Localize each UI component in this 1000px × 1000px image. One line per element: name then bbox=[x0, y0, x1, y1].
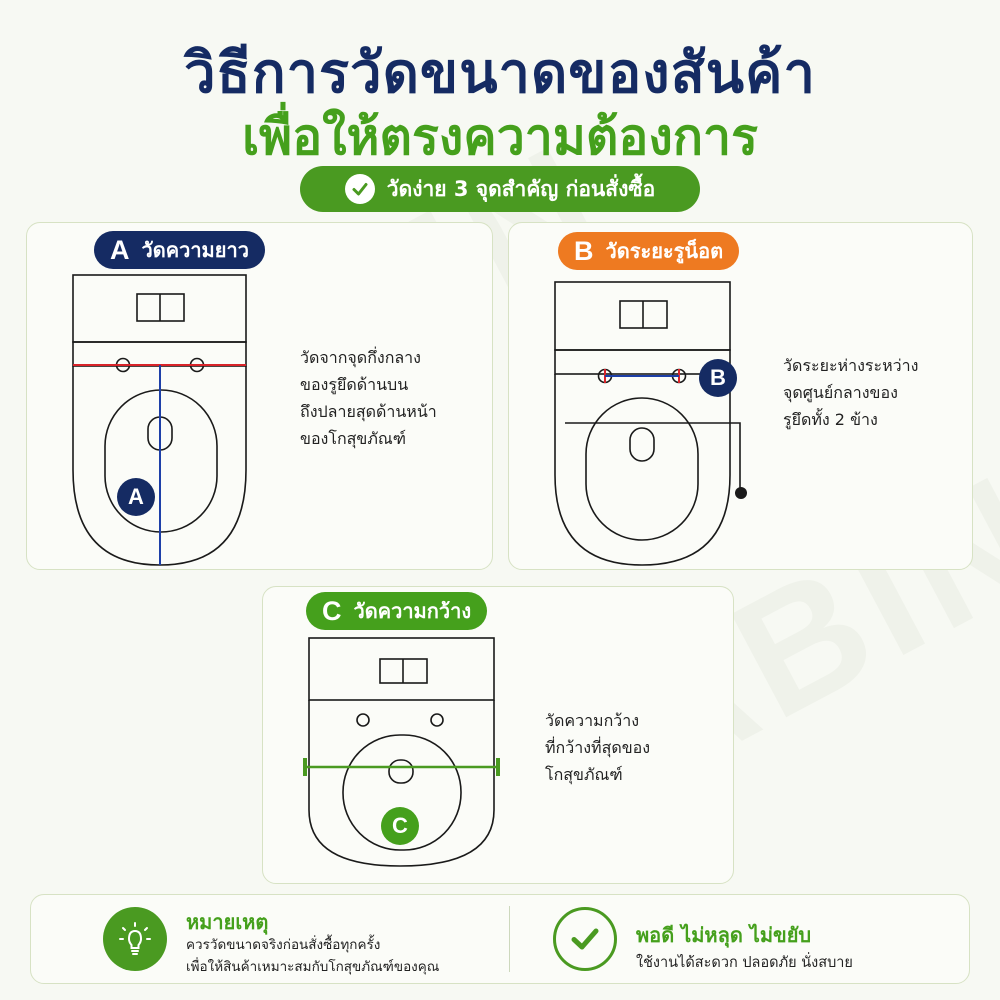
tag-length-label: วัดความยาว bbox=[141, 238, 249, 262]
tip-pill-label: วัดง่าย 3 จุดสำคัญ ก่อนสั่งซื้อ bbox=[386, 176, 656, 201]
tag-length-letter: A bbox=[110, 234, 130, 265]
note-title: หมายเหตุ bbox=[186, 910, 269, 934]
desc-line: รูยึดทั้ง 2 ข้าง bbox=[783, 410, 878, 429]
desc-line: วัดจากจุดกึ่งกลาง bbox=[300, 348, 421, 367]
fit-title: พอดี ไม่หลุด ไม่ขยับ bbox=[636, 923, 812, 947]
desc-line: วัดความกว้าง bbox=[545, 711, 640, 730]
page-title: วิธีการวัดขนาดของสันค้า bbox=[184, 41, 816, 106]
page-subtitle: เพื่อให้ตรงความต้องการ bbox=[242, 108, 758, 166]
note-text: ควรวัดขนาดจริงก่อนสั่งซื้อทุกครั้ง เพื่อ… bbox=[186, 934, 439, 978]
tag-width-label: วัดความกว้าง bbox=[353, 599, 472, 623]
desc-length: วัดจากจุดกึ่งกลาง ของรูยึดด้านบน ถึงปลาย… bbox=[300, 344, 437, 452]
panel-width bbox=[262, 586, 734, 884]
tag-width: C วัดความกว้าง bbox=[306, 592, 488, 630]
desc-line: โกสุขภัณฑ์ bbox=[545, 765, 623, 784]
desc-line: จุดศูนย์กลางของ bbox=[783, 383, 898, 402]
check-circle-icon bbox=[553, 907, 617, 971]
note-line: ควรวัดขนาดจริงก่อนสั่งซื้อทุกครั้ง bbox=[186, 937, 381, 953]
footer-divider bbox=[509, 906, 510, 972]
marker-c: C bbox=[381, 807, 419, 845]
tag-bolt-letter: B bbox=[574, 235, 594, 266]
panel-bolt-distance bbox=[508, 222, 973, 570]
tag-length: A วัดความยาว bbox=[94, 231, 265, 269]
fit-text: ใช้งานได้สะดวก ปลอดภัย นั่งสบาย bbox=[636, 955, 853, 971]
desc-line: ถึงปลายสุดด้านหน้า bbox=[300, 402, 437, 421]
desc-line: ที่กว้างที่สุดของ bbox=[545, 738, 651, 757]
desc-line: ของรูยึดด้านบน bbox=[300, 375, 409, 394]
tip-pill: วัดง่าย 3 จุดสำคัญ ก่อนสั่งซื้อ bbox=[300, 166, 700, 212]
check-icon bbox=[344, 174, 375, 204]
tag-bolt-label: วัดระยะรูน็อต bbox=[605, 239, 724, 263]
lightbulb-icon bbox=[103, 907, 167, 971]
footer-panel bbox=[30, 894, 970, 984]
desc-line: ของโกสุขภัณฑ์ bbox=[300, 429, 407, 448]
note-line: เพื่อให้สินค้าเหมาะสมกับโกสุขภัณฑ์ของคุณ bbox=[186, 959, 440, 975]
tag-bolt-distance: B วัดระยะรูน็อต bbox=[558, 232, 740, 270]
marker-a: A bbox=[117, 478, 155, 516]
panel-length bbox=[26, 222, 493, 570]
marker-b: B bbox=[699, 359, 737, 397]
tag-width-letter: C bbox=[322, 595, 342, 626]
desc-line: วัดระยะห่างระหว่าง bbox=[783, 356, 919, 375]
desc-width: วัดความกว้าง ที่กว้างที่สุดของ โกสุขภัณฑ… bbox=[545, 707, 650, 788]
desc-bolt-distance: วัดระยะห่างระหว่าง จุดศูนย์กลางของ รูยึด… bbox=[783, 352, 918, 433]
